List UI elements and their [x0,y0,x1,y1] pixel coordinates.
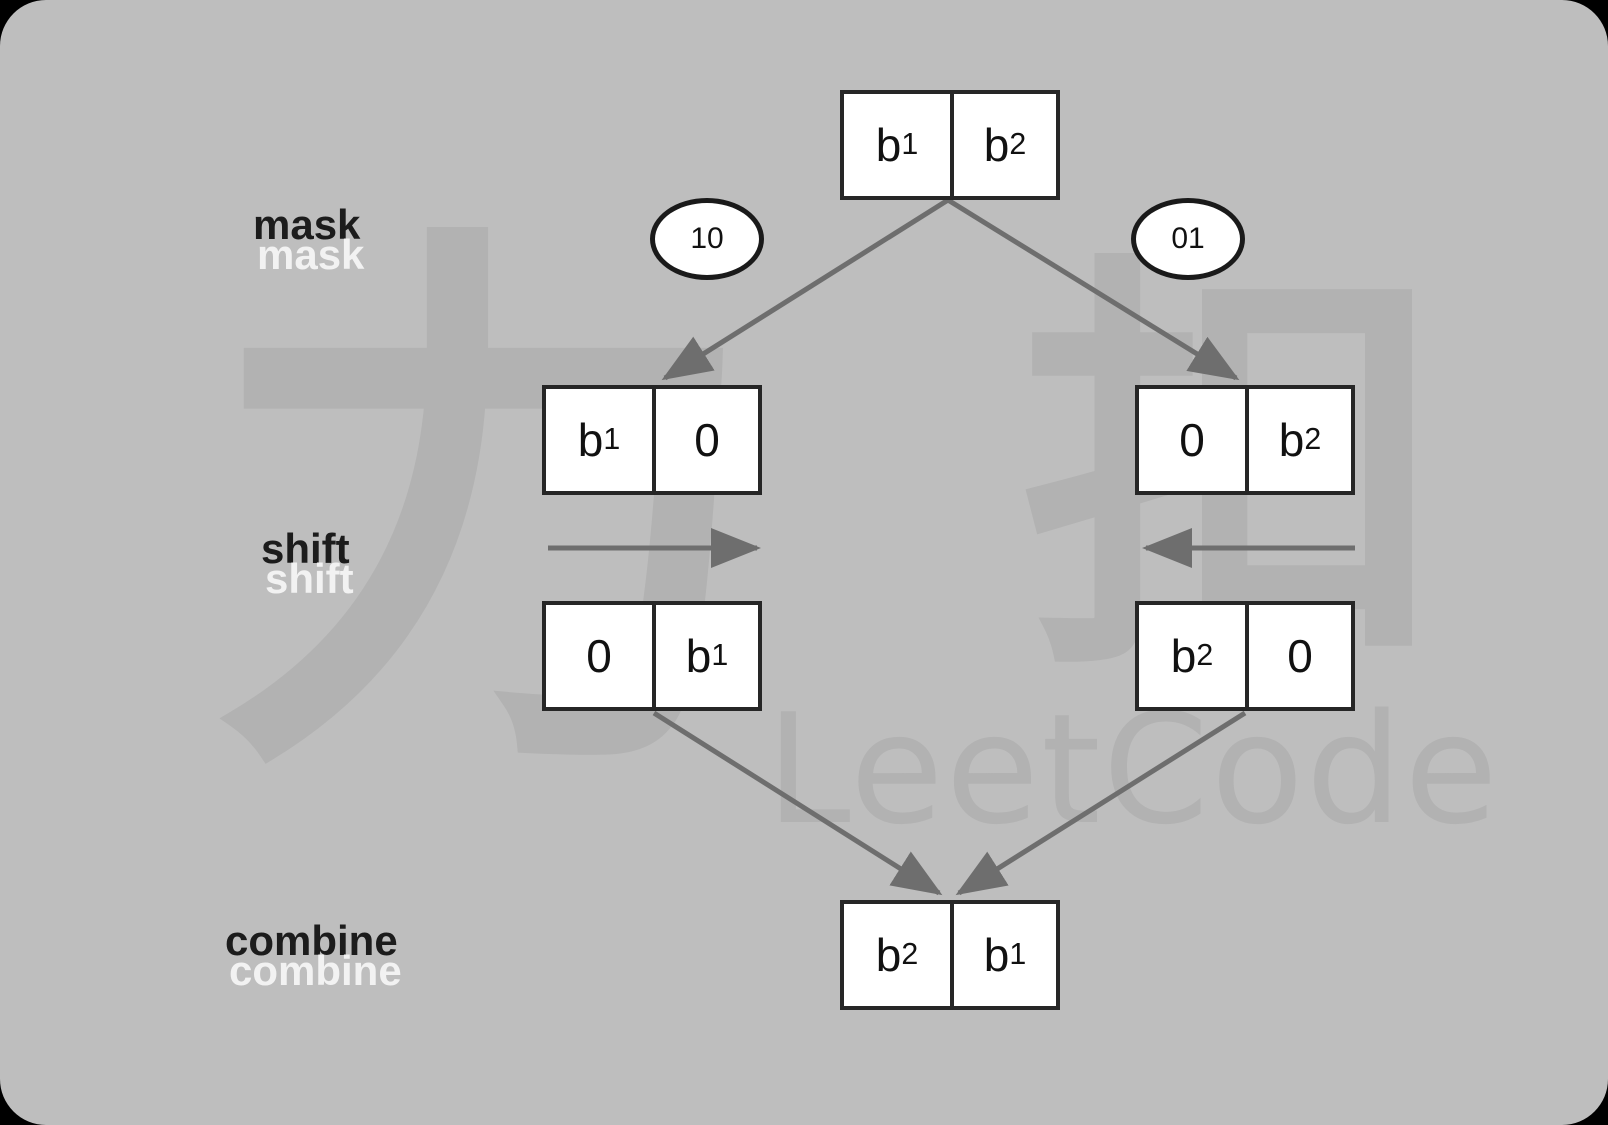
watermark-brand: LeetCode [766,681,1500,858]
arrow-combine-from-right [955,710,1247,896]
bit-cell: 0 [1244,605,1351,707]
mask-ellipse-left: 10 [650,198,764,280]
stage-label-combine-dark: combine [225,917,398,964]
stage-label-shift-light: shift [265,555,354,602]
mask-ellipse-right-value: 01 [1171,222,1205,255]
mask-ellipse-left-value: 10 [690,222,724,255]
stage-label-mask-dark: mask [253,201,361,248]
bit-cell: 0 [546,605,652,707]
mask-ellipse-right: 01 [1131,198,1245,280]
stage-label-mask-light: mask [257,231,365,278]
bit-cell: 0 [651,389,758,491]
stage-label-combine-light: combine [229,947,402,994]
bit-cell: 0 [1139,389,1245,491]
stage-label-shift-dark: shift [261,525,350,572]
arrow-combine-from-left [652,710,943,896]
